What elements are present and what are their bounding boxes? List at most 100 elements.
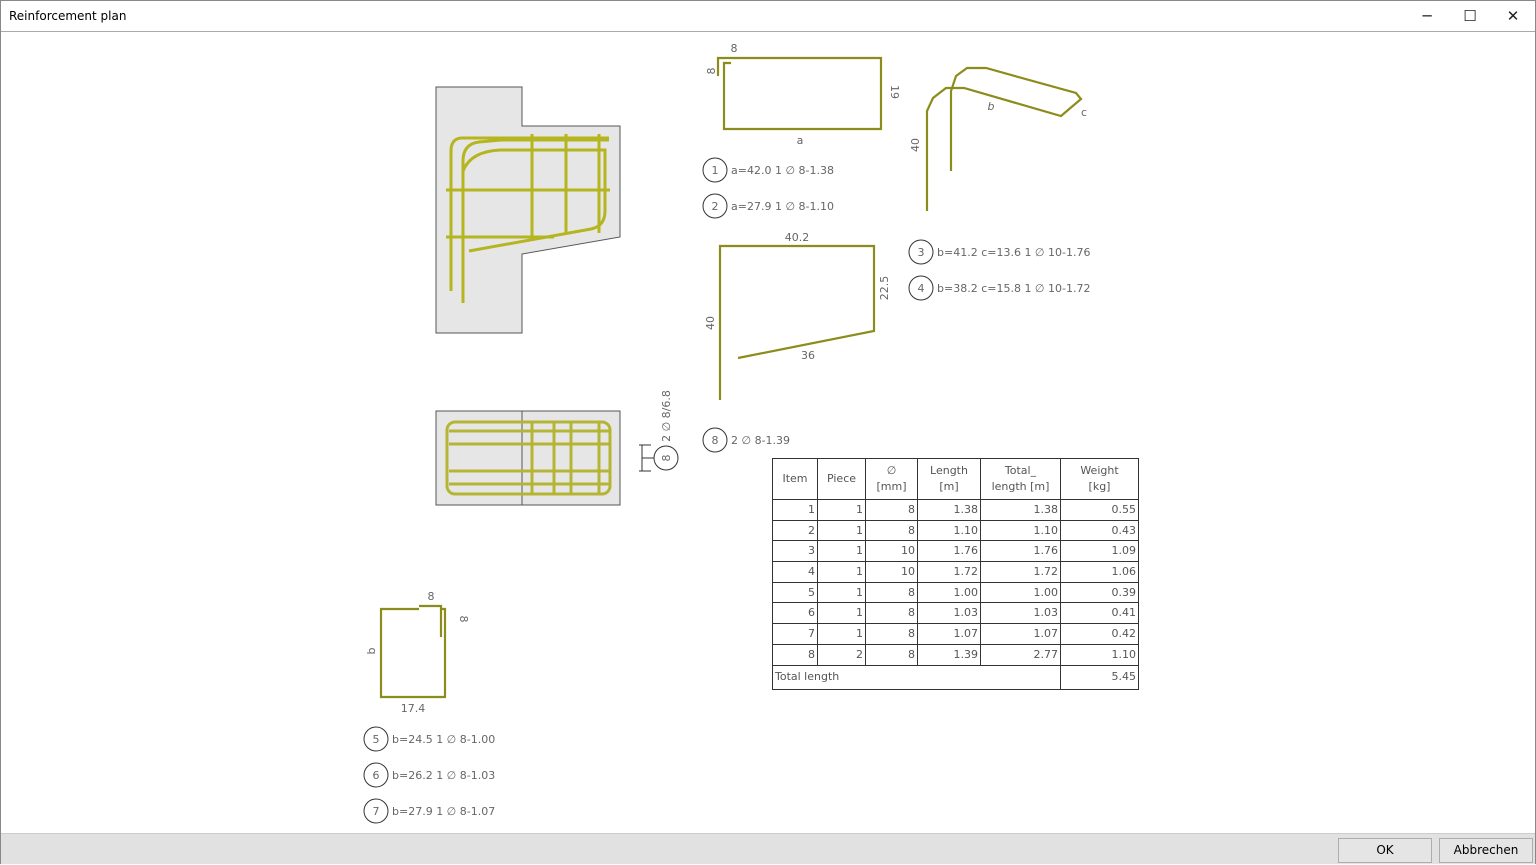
table-cell: 0.41 <box>1060 602 1139 625</box>
table-cell: 1.00 <box>980 581 1061 604</box>
table-cell: 1.10 <box>1060 643 1139 666</box>
ok-button[interactable]: OK <box>1338 838 1432 863</box>
dim-label: 40.2 <box>785 231 810 244</box>
concrete-section <box>435 410 621 506</box>
item-number: 8 <box>712 434 719 447</box>
dim-label: 8 <box>457 616 470 623</box>
item-description: a=42.0 1 ∅ 8-1.38 <box>731 164 834 177</box>
item-description: b=38.2 c=15.8 1 ∅ 10-1.72 <box>937 282 1090 295</box>
item-label-1: 1 a=42.0 1 ∅ 8-1.38 <box>702 157 834 183</box>
table-cell: 0.39 <box>1060 581 1139 604</box>
table-cell: 1 <box>817 540 866 563</box>
title-bar: Reinforcement plan ─ ☐ ✕ <box>1 1 1535 32</box>
table-cell: 8 <box>772 643 818 666</box>
item-number-circle <box>702 193 728 219</box>
table-cell: 1.07 <box>917 623 981 645</box>
table-cell: 1.76 <box>917 540 981 563</box>
table-cell: 1 <box>772 499 818 521</box>
table-cell: 8 <box>865 499 918 521</box>
table-cell: 1.76 <box>980 540 1061 563</box>
section-marker: 8 <box>660 455 673 462</box>
column-header: ∅ [mm] <box>865 458 918 500</box>
table-cell: 3 <box>772 540 818 563</box>
shape-3-bar <box>925 66 1083 211</box>
item-number-circle <box>363 798 389 824</box>
table-cell: 0.42 <box>1060 623 1139 645</box>
minimize-icon[interactable]: ─ <box>1422 7 1432 25</box>
dim-label: a <box>797 134 804 147</box>
table-cell: 8 <box>865 602 918 625</box>
item-description: 2 ∅ 8-1.39 <box>731 434 790 447</box>
total-value: 5.45 <box>1060 664 1139 690</box>
dim-label: 8 <box>705 68 718 75</box>
dim-label: c <box>1081 106 1087 119</box>
dim-label: 36 <box>801 349 815 362</box>
item-number: 5 <box>373 733 380 746</box>
section-rebars <box>445 420 612 496</box>
dim-label: b <box>365 647 378 654</box>
table-cell: 1.38 <box>917 499 981 521</box>
shape-mid-bar <box>718 244 876 400</box>
table-cell: 1 <box>817 581 866 604</box>
dim-label: 8 <box>731 42 738 55</box>
dim-label: 17.4 <box>401 702 426 715</box>
table-cell: 0.43 <box>1060 519 1139 542</box>
item-label-8: 8 2 ∅ 8-1.39 <box>702 427 790 453</box>
table-cell: 1.03 <box>917 602 981 625</box>
item-number: 4 <box>918 282 925 295</box>
column-header: Piece <box>817 458 866 500</box>
shape-5-bar <box>379 604 447 699</box>
item-description: a=27.9 1 ∅ 8-1.10 <box>731 200 834 213</box>
item-number-circle <box>702 157 728 183</box>
close-icon[interactable]: ✕ <box>1506 7 1520 25</box>
item-number-circle <box>908 275 934 301</box>
table-cell: 1.06 <box>1060 561 1139 583</box>
elevation-rebars <box>446 134 610 303</box>
section-marker-circle <box>653 445 679 471</box>
dim-label: b <box>988 100 995 113</box>
item-description: b=26.2 1 ∅ 8-1.03 <box>392 769 495 782</box>
section-label: 2 ∅ 8/6.8 <box>660 390 673 442</box>
table-cell: 1.10 <box>980 519 1061 542</box>
item-label-5: 5 b=24.5 1 ∅ 8-1.00 <box>363 726 495 752</box>
cancel-button[interactable]: Abbrechen <box>1439 838 1533 863</box>
item-description: b=27.9 1 ∅ 8-1.07 <box>392 805 495 818</box>
item-description: b=24.5 1 ∅ 8-1.00 <box>392 733 495 746</box>
item-number: 1 <box>712 164 719 177</box>
table-cell: 1 <box>817 623 866 645</box>
column-header: Item <box>772 458 818 500</box>
dimension-labels: 8 8 19 a 40 b c 40.2 22.5 40 36 8 8 b 17… <box>365 42 1087 715</box>
table-cell: 8 <box>865 519 918 542</box>
table-cell: 1 <box>817 519 866 542</box>
table-cell: 7 <box>772 623 818 645</box>
table-cell: 6 <box>772 602 818 625</box>
total-label: Total length <box>772 664 1061 690</box>
table-cell: 1 <box>817 499 866 521</box>
dim-label: 19 <box>888 85 901 99</box>
dim-label: 22.5 <box>878 276 891 301</box>
table-cell: 10 <box>865 561 918 583</box>
item-number-circle <box>908 239 934 265</box>
column-header: Weight [kg] <box>1060 458 1139 500</box>
column-header: Length [m] <box>917 458 981 500</box>
dim-label: 40 <box>909 138 922 152</box>
table-cell: 1.10 <box>917 519 981 542</box>
maximize-icon[interactable]: ☐ <box>1463 7 1477 25</box>
table-cell: 2 <box>817 643 866 666</box>
table-cell: 1.00 <box>917 581 981 604</box>
